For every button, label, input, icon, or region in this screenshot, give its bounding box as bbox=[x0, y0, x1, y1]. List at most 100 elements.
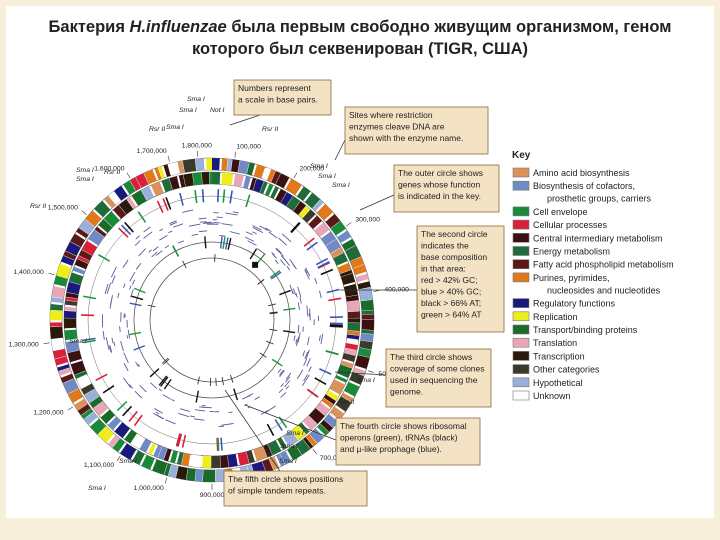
clone-coverage bbox=[130, 289, 134, 298]
gene-segment bbox=[303, 437, 314, 449]
gene-segment bbox=[325, 213, 341, 229]
clone-coverage bbox=[194, 418, 205, 421]
operon-mark bbox=[279, 289, 291, 296]
composition-tick bbox=[216, 437, 219, 451]
key-item: Amino acid biosynthesis bbox=[512, 167, 630, 178]
gene-segment bbox=[276, 453, 285, 467]
clone-coverage bbox=[134, 390, 143, 399]
key-swatch bbox=[512, 337, 530, 348]
gene-segment bbox=[90, 418, 106, 435]
operon-mark bbox=[270, 271, 282, 280]
clone-coverage bbox=[309, 308, 311, 321]
clone-coverage bbox=[220, 423, 234, 426]
gene-segment bbox=[94, 200, 111, 218]
clone-coverage bbox=[110, 266, 117, 278]
composition-tick bbox=[156, 200, 164, 214]
operon-mark bbox=[129, 331, 142, 336]
clone-coverage bbox=[264, 405, 276, 414]
tandem-repeat bbox=[257, 279, 265, 285]
gene-segment bbox=[361, 320, 374, 331]
gene-segment bbox=[346, 334, 360, 340]
gene-segment bbox=[50, 310, 63, 321]
gene-segment bbox=[88, 229, 105, 246]
gene-segment bbox=[64, 306, 77, 312]
gene-segment bbox=[346, 295, 359, 302]
gene-segment bbox=[298, 205, 311, 219]
gene-segment bbox=[64, 310, 77, 319]
gene-segment bbox=[347, 322, 360, 332]
gene-segment bbox=[132, 450, 145, 465]
composition-tick bbox=[220, 437, 223, 451]
gene-segment bbox=[267, 440, 282, 456]
key-label: Transcription bbox=[533, 351, 585, 361]
clone-coverage bbox=[182, 209, 194, 213]
gene-segment bbox=[81, 240, 98, 256]
clone-coverage bbox=[171, 398, 175, 402]
composition-tick bbox=[179, 192, 184, 206]
composition-tick bbox=[317, 261, 330, 269]
enzyme-label: Sma I bbox=[279, 458, 297, 465]
tandem-repeat bbox=[147, 304, 156, 308]
gene-segment bbox=[335, 374, 348, 383]
clone-coverage bbox=[155, 250, 163, 256]
clone-coverage bbox=[284, 380, 291, 388]
key-swatch bbox=[512, 180, 530, 191]
gene-segment bbox=[302, 209, 316, 223]
clone-coverage bbox=[256, 248, 266, 255]
clone-coverage bbox=[135, 235, 141, 240]
gene-segment bbox=[275, 173, 290, 189]
gene-segment bbox=[74, 370, 88, 379]
clone-coverage bbox=[291, 290, 294, 294]
gene-segment bbox=[108, 191, 121, 205]
composition-tick bbox=[102, 384, 115, 394]
tandem-repeat bbox=[269, 311, 278, 314]
clone-coverage bbox=[221, 223, 233, 226]
callout-line: The outer circle shows bbox=[398, 168, 483, 178]
gene-segment bbox=[286, 196, 301, 211]
gene-segment bbox=[212, 172, 221, 185]
composition-tick bbox=[95, 373, 108, 381]
gene-segment bbox=[98, 219, 113, 233]
clone-coverage bbox=[159, 235, 168, 241]
callout-line: of simple tandem repeats. bbox=[228, 486, 326, 496]
gene-segment bbox=[339, 269, 353, 277]
gene-segment bbox=[139, 438, 152, 453]
gene-segment bbox=[237, 160, 250, 175]
composition-tick bbox=[82, 339, 96, 344]
frame-left bbox=[0, 0, 6, 540]
gene-segment bbox=[163, 448, 172, 462]
clone-coverage bbox=[109, 300, 112, 309]
gene-segment bbox=[177, 160, 185, 174]
gene-segment bbox=[347, 318, 360, 323]
gene-segment bbox=[308, 408, 325, 424]
genome-rings bbox=[49, 157, 375, 483]
gene-segment bbox=[215, 469, 227, 482]
callout-line: genome. bbox=[390, 387, 423, 397]
clone-coverage bbox=[280, 255, 286, 261]
enzyme-label: Sma I bbox=[179, 107, 197, 114]
enzyme-label: Rsr II bbox=[338, 399, 354, 406]
gene-segment bbox=[157, 446, 168, 460]
operon-mark bbox=[227, 237, 232, 250]
gene-segment bbox=[221, 158, 228, 171]
gene-segment bbox=[326, 390, 339, 401]
gene-segment bbox=[271, 171, 281, 185]
gene-segment bbox=[93, 401, 109, 416]
gene-segment bbox=[296, 186, 311, 201]
callout-line: shown with the enzyme name. bbox=[349, 133, 463, 143]
clone-coverage bbox=[306, 357, 311, 367]
key-swatch bbox=[512, 324, 530, 335]
gene-segment bbox=[243, 175, 251, 189]
composition-tick bbox=[162, 198, 169, 211]
composition-tick bbox=[165, 197, 172, 210]
key-item: Replication bbox=[512, 311, 578, 322]
composition-tick bbox=[121, 224, 132, 236]
gene-segment bbox=[158, 166, 166, 179]
clone-coverage bbox=[319, 290, 322, 299]
composition-tick bbox=[290, 221, 301, 233]
key-item: Unknown bbox=[512, 390, 571, 401]
gene-segment bbox=[285, 178, 302, 196]
tandem-repeat bbox=[268, 303, 277, 307]
coordinate-label: 1,300,000 bbox=[8, 341, 38, 348]
